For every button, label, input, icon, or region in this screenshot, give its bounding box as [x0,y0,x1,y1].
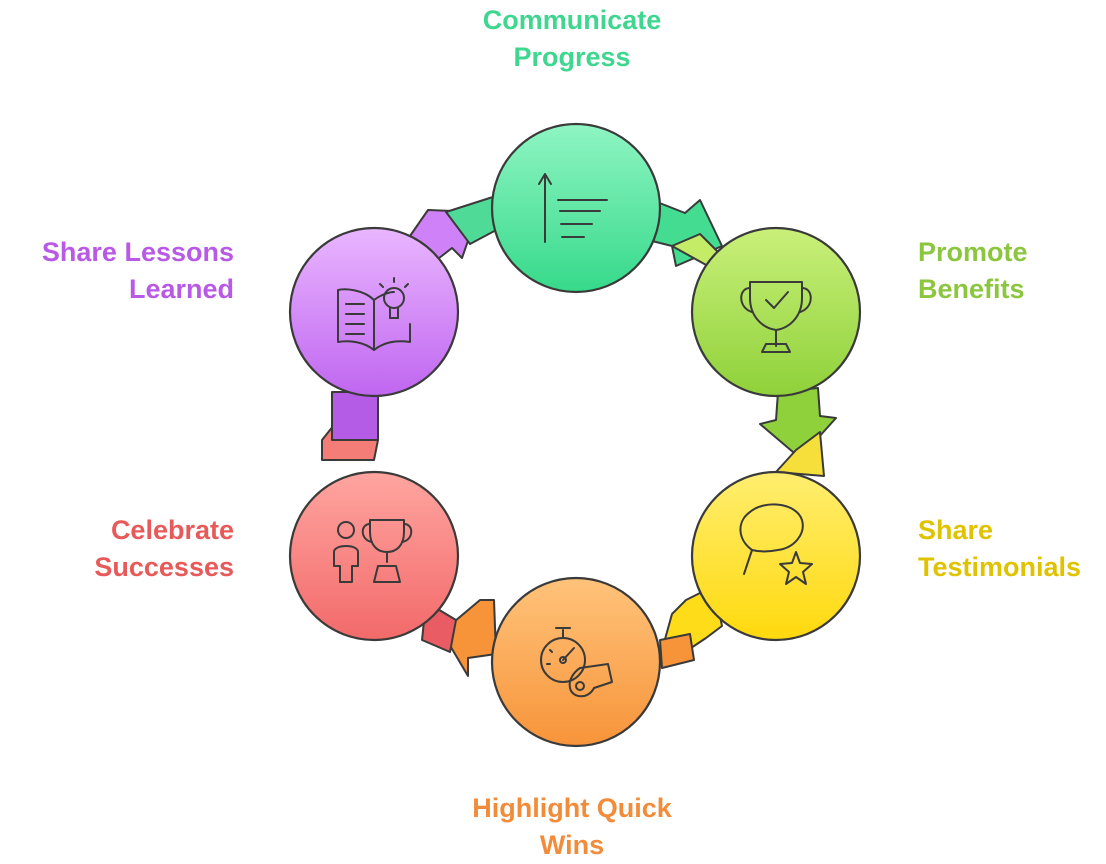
book-lightbulb-icon [337,277,411,351]
label-line: Share Lessons [41,237,234,267]
step-circle-testimonials [690,470,862,642]
step-circle-communicate [490,122,662,294]
step-circle-celebrate [288,470,460,642]
stopwatch-whistle-icon [540,627,613,698]
label-celebrate-successes: Celebrate Successes [20,512,234,586]
progress-list-icon [538,173,608,243]
label-line: Highlight Quick [472,793,672,823]
connector-band-5 [331,391,379,441]
connector-band-2 [775,431,825,477]
label-line: Celebrate [110,515,234,545]
label-line: Progress [513,42,631,72]
label-communicate-progress: Communicate Progress [452,2,692,76]
label-line: Learned [128,274,234,304]
trophy-check-icon [740,281,812,353]
label-line: Testimonials [918,552,1082,582]
label-line: Share [918,515,994,545]
step-circle-promote [690,226,862,398]
label-line: Promote [918,237,1028,267]
label-share-testimonials: Share Testimonials [918,512,1081,586]
step-circle-quickwins [490,576,662,748]
label-line: Benefits [918,274,1025,304]
label-line: Successes [94,552,234,582]
label-line: Communicate [482,5,662,35]
label-line: Wins [539,830,605,860]
person-trophy-icon [333,519,413,583]
chat-star-icon [739,503,813,585]
label-promote-benefits: Promote Benefits [918,234,1028,308]
label-share-lessons-learned: Share Lessons Learned [10,234,234,308]
label-highlight-quick-wins: Highlight Quick Wins [432,790,712,864]
connector-band-3 [659,633,695,669]
